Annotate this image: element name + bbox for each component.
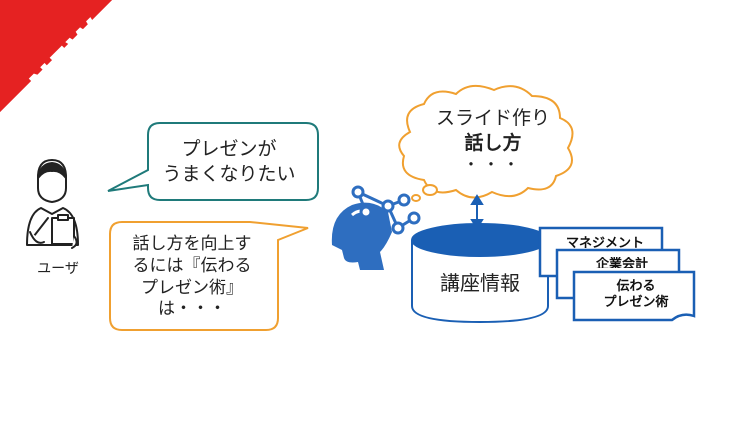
new-ribbon-band <box>0 0 112 112</box>
database-cylinder-icon <box>411 223 549 324</box>
doc-1-label: マネジメント <box>565 236 644 251</box>
ai-bubble-line-1: 話し方を向上す <box>132 234 252 254</box>
doc-3-label-line-1: 伝わる <box>616 279 656 294</box>
user-speech-bubble <box>107 122 319 201</box>
doc-2-label: 企業会計 <box>595 257 648 268</box>
user-bubble-line-2: うまくなりたい <box>162 162 296 185</box>
user-bubble-text: プレゼンが うまくなりたい <box>146 137 312 186</box>
user-bubble-line-1: プレゼンが <box>181 138 277 160</box>
cloud-line-3: ・・・ <box>462 155 523 175</box>
thought-dot-large <box>422 184 438 196</box>
cloud-line-2: 話し方 <box>464 131 522 154</box>
thought-cloud <box>398 84 574 199</box>
ai-head-network-icon <box>331 185 421 270</box>
database-label: 講座情報 <box>440 271 520 295</box>
ai-bubble-text: 話し方を向上す るには『伝わる プレゼン術』 は・・・ <box>108 234 276 321</box>
document-stack-icon <box>538 226 696 322</box>
thought-dot-small <box>411 194 421 202</box>
cloud-line-1: スライド作り <box>435 107 550 129</box>
user-icon <box>26 159 79 249</box>
doc-3 <box>572 270 696 322</box>
ai-speech-bubble <box>109 221 309 331</box>
doc-3-label: 伝わる プレゼン術 <box>578 279 694 310</box>
user-label: ユーザ <box>37 261 79 277</box>
ai-bubble-line-2: るには『伝わる <box>132 255 252 276</box>
ai-bubble-line-3: プレゼン術』 <box>141 277 243 298</box>
cloud-text: スライド作り 話し方 ・・・ <box>418 106 568 176</box>
doc-3-label-line-2: プレゼン術 <box>603 294 669 310</box>
ai-bubble-line-4: は・・・ <box>158 299 226 320</box>
